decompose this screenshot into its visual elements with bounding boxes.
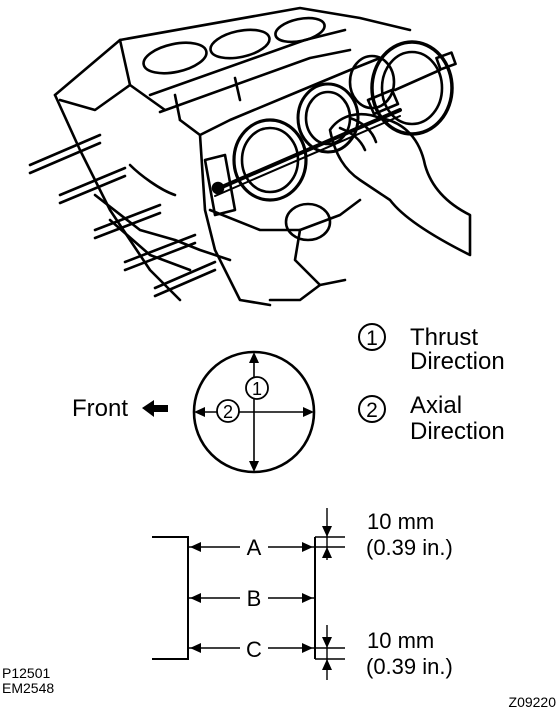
legend-number-1: 1	[366, 327, 378, 350]
arrowhead-c-right-icon	[302, 643, 313, 653]
bore-marker-2	[216, 399, 240, 423]
point-b-label: B	[247, 586, 262, 611]
bore-marker-1-number: 1	[252, 379, 262, 399]
measuring-positions: A B C 10 mm (0.39 in.) 10 mm (0.39 in.)	[152, 508, 453, 680]
bore-marker-1	[245, 376, 269, 400]
offset-bottom-arrow-up-icon	[322, 659, 332, 670]
top-offset-in: (0.39 in.)	[366, 535, 453, 560]
arrowhead-up-icon	[249, 352, 259, 363]
arrowhead-left-icon	[194, 407, 205, 417]
legend-marker-1	[358, 323, 386, 351]
arrowhead-b-right-icon	[302, 593, 313, 603]
figure-id: Z09220	[509, 694, 557, 710]
point-c-label: C	[246, 637, 262, 662]
arrowhead-b-left-icon	[190, 593, 201, 603]
bottom-offset-mm: 10 mm	[367, 628, 434, 653]
bore-cross-section: Front 1 2	[72, 350, 316, 474]
point-a-label: A	[247, 535, 262, 560]
engine-block-illustration	[28, 6, 472, 307]
front-arrow-icon	[142, 400, 168, 417]
code-2: EM2548	[2, 680, 54, 696]
offset-bottom-arrow-down-icon	[322, 637, 332, 648]
arrowhead-right-icon	[303, 407, 314, 417]
legend-item-thrust: 1 Thrust Direction	[358, 323, 505, 375]
legend-number-2: 2	[366, 399, 378, 422]
legend-label-thrust-line1: Thrust	[410, 324, 478, 351]
front-label: Front	[72, 395, 128, 422]
arrowhead-down-icon	[249, 461, 259, 472]
legend-label-thrust-line2: Direction	[410, 348, 505, 375]
legend-label-axial-line1: Axial	[410, 392, 462, 419]
arrowhead-a-right-icon	[302, 542, 313, 552]
legend-item-axial: 2 Axial Direction	[358, 392, 505, 445]
top-offset-mm: 10 mm	[367, 509, 434, 534]
arrowhead-c-left-icon	[190, 643, 201, 653]
code-1: P12501	[2, 665, 50, 681]
offset-top-arrow-down-icon	[322, 526, 332, 537]
bore-marker-2-number: 2	[223, 402, 233, 422]
offset-top-arrow-up-icon	[322, 547, 332, 558]
legend-marker-2	[358, 395, 386, 423]
arrowhead-a-left-icon	[190, 542, 201, 552]
legend: 1 Thrust Direction 2 Axial Direction	[358, 323, 505, 445]
figure-codes: P12501 EM2548 Z09220	[2, 665, 556, 710]
legend-label-axial-line2: Direction	[410, 418, 505, 445]
cylinder-wall-left	[152, 536, 189, 660]
bottom-offset-in: (0.39 in.)	[366, 654, 453, 679]
